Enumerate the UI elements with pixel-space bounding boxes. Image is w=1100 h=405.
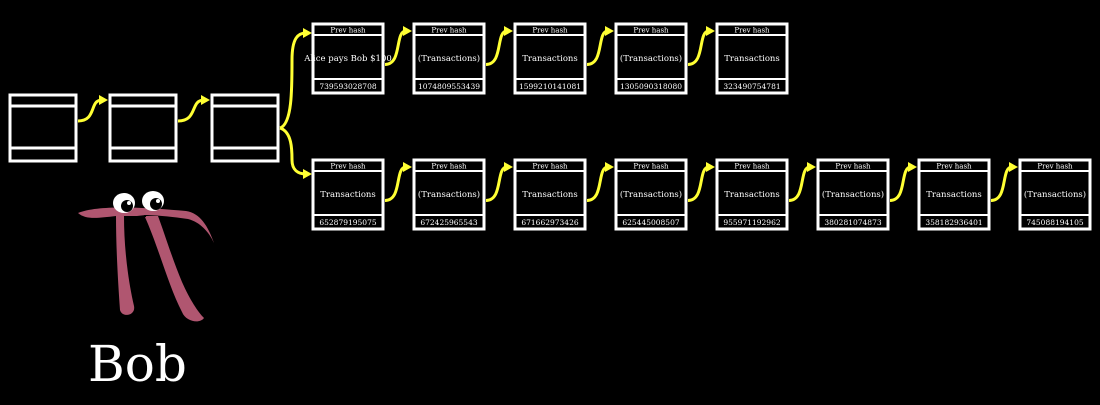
- block-body-label: Transactions: [724, 54, 780, 64]
- arrow-head: [1009, 162, 1018, 172]
- block-header-label: Prev hash: [330, 27, 366, 35]
- block-hash-label: 358182936401: [925, 218, 982, 227]
- block-hash-label: 625445008507: [622, 218, 679, 227]
- character-name-label: Bob: [88, 335, 187, 393]
- pi-creature-mouth: [127, 215, 147, 219]
- arrow-head: [403, 26, 412, 36]
- block-header-label: Prev hash: [431, 27, 467, 35]
- fork-arrow-top: [279, 31, 307, 130]
- block: Prev hash (Transactions) 380281074873: [816, 158, 890, 231]
- block-body-label: Transactions: [926, 190, 982, 200]
- block-header-label: Prev hash: [633, 27, 669, 35]
- block: Prev hash (Transactions) 1305090318080: [614, 22, 688, 95]
- arrow-head: [504, 162, 513, 172]
- chain-arrow: [889, 165, 912, 202]
- arrow-head: [99, 95, 108, 105]
- block-header-label: Prev hash: [532, 27, 568, 35]
- block-header-label: Prev hash: [734, 163, 770, 171]
- block-header-label: Prev hash: [936, 163, 972, 171]
- chain-arrow: [177, 98, 205, 123]
- chain-arrow: [384, 165, 407, 202]
- block-hash-label: 739593028708: [319, 82, 376, 91]
- chain-arrow: [586, 29, 609, 66]
- block-hash-label: 1305090318080: [620, 82, 682, 91]
- chain-arrow: [788, 165, 811, 202]
- arrow-head: [303, 169, 312, 179]
- block-body-label: (Transactions): [620, 53, 682, 64]
- root-block: [108, 93, 178, 163]
- arrow-head: [605, 162, 614, 172]
- block-hash-label: 380281074873: [824, 218, 881, 227]
- chain-arrow: [485, 165, 508, 202]
- block-body-label: (Transactions): [1024, 189, 1086, 200]
- chain-arrow: [77, 98, 103, 123]
- block-header-label: Prev hash: [734, 27, 770, 35]
- block-body-label: (Transactions): [822, 189, 884, 200]
- block-body-label: (Transactions): [418, 189, 480, 200]
- chain-arrow: [990, 165, 1013, 202]
- arrow-head: [201, 95, 210, 105]
- chain-arrow: [485, 29, 508, 66]
- block-body-label: Transactions: [522, 54, 578, 64]
- left-eye: [113, 193, 135, 213]
- block-body-label: (Transactions): [418, 53, 480, 64]
- chain-arrow: [687, 29, 710, 66]
- arrow-head: [706, 162, 715, 172]
- arrow-head: [303, 28, 312, 38]
- block-body-label: (Transactions): [620, 189, 682, 200]
- block: Prev hash (Transactions) 1074809553439: [412, 22, 486, 95]
- pi-creature-body: [78, 207, 214, 322]
- arrow-head: [706, 26, 715, 36]
- chain-arrows: [77, 26, 1018, 202]
- block-hash-label: 745088194105: [1026, 218, 1083, 227]
- block-body-label: Transactions: [724, 190, 780, 200]
- block-body-label: Transactions: [522, 190, 578, 200]
- root-block: [8, 93, 78, 163]
- chain-arrow: [687, 165, 710, 202]
- block-hash-label: 1599210141081: [519, 82, 581, 91]
- block-hash-label: 323490754781: [723, 82, 780, 91]
- block-header-label: Prev hash: [633, 163, 669, 171]
- block: Prev hash (Transactions) 745088194105: [1018, 158, 1092, 231]
- block: Prev hash (Transactions) 672425965543: [412, 158, 486, 231]
- block-hash-label: 955971192962: [723, 218, 780, 227]
- block-hash-label: 671662973426: [521, 218, 578, 227]
- block-header-label: Prev hash: [532, 163, 568, 171]
- block-header-label: Prev hash: [1037, 163, 1073, 171]
- block-hash-label: 652879195075: [319, 218, 376, 227]
- fork-arrow-bottom: [279, 126, 307, 176]
- arrow-head: [908, 162, 917, 172]
- block-hash-label: 1074809553439: [418, 82, 480, 91]
- arrow-head: [504, 26, 513, 36]
- arrow-head: [807, 162, 816, 172]
- block-header-label: Prev hash: [431, 163, 467, 171]
- block-body-label: Transactions: [320, 190, 376, 200]
- root-chain: [8, 93, 280, 163]
- arrow-head: [605, 26, 614, 36]
- block: Prev hash (Transactions) 625445008507: [614, 158, 688, 231]
- root-block: [210, 93, 280, 163]
- block-header-label: Prev hash: [330, 163, 366, 171]
- arrow-head: [403, 162, 412, 172]
- chain-arrow: [586, 165, 609, 202]
- right-eye: [142, 191, 164, 211]
- block-hash-label: 672425965543: [420, 218, 477, 227]
- block-header-label: Prev hash: [835, 163, 871, 171]
- block-body-label: Alice pays Bob $100: [303, 54, 392, 64]
- pi-creature-bob: [78, 191, 214, 322]
